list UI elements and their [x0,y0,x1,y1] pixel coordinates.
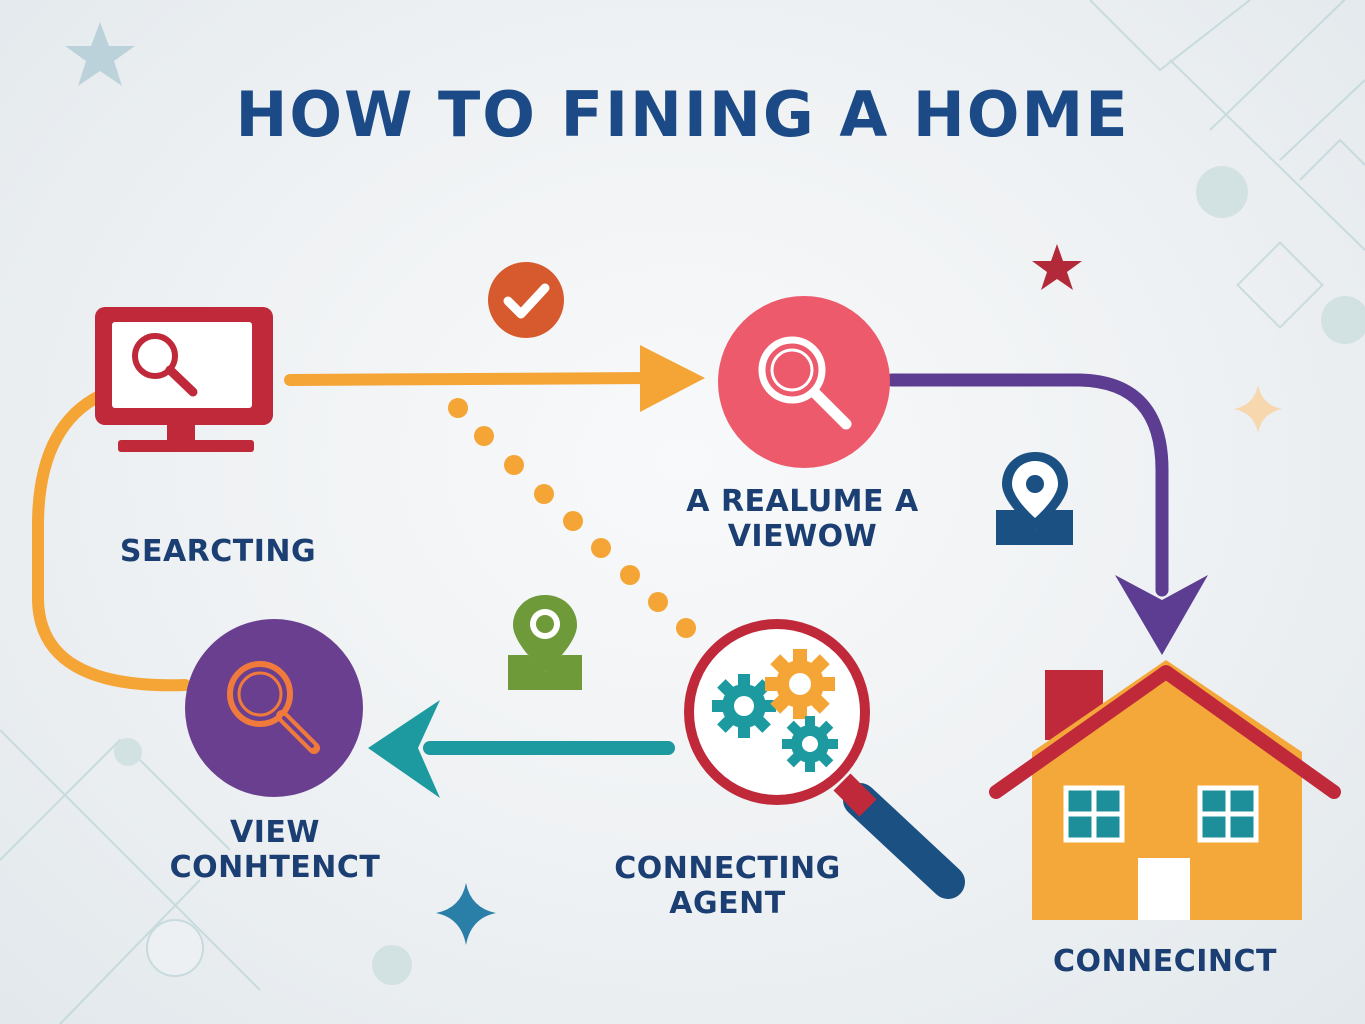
arrowhead-purple [1115,575,1208,655]
house-icon [989,660,1341,920]
arrow-view-to-house [885,373,1169,597]
flow-arrows [32,372,1169,755]
sparkle-icon [1234,385,1282,433]
loop-connector [32,386,191,692]
location-pin-icon [508,595,582,690]
magnifier-icon [718,296,890,468]
magnifier-icon [185,619,363,797]
arrow-search-to-view [284,372,656,386]
computer-search-icon [95,307,273,452]
arrowhead-orange [640,345,705,412]
step-label-viewing: A REALUME A VIEWOW [686,484,919,554]
arrowhead-teal [368,700,440,798]
sparkle-icon [436,883,496,945]
check-icon [488,262,564,338]
page-title: HOW TO FINING A HOME [235,78,1130,151]
star-icon [65,22,135,86]
location-pin-icon [996,452,1073,545]
step-label-view-content: VIEW CONHTENCT [169,815,381,885]
star-icon [1032,244,1082,290]
step-label-connecting-agent: CONNECTING AGENT [614,851,841,921]
step-label-connect: CONNECINCT [1053,944,1277,979]
gears-magnifier-icon [684,619,965,899]
step-label-searching: SEARCTING [119,534,317,569]
dotted-connector [448,398,696,638]
